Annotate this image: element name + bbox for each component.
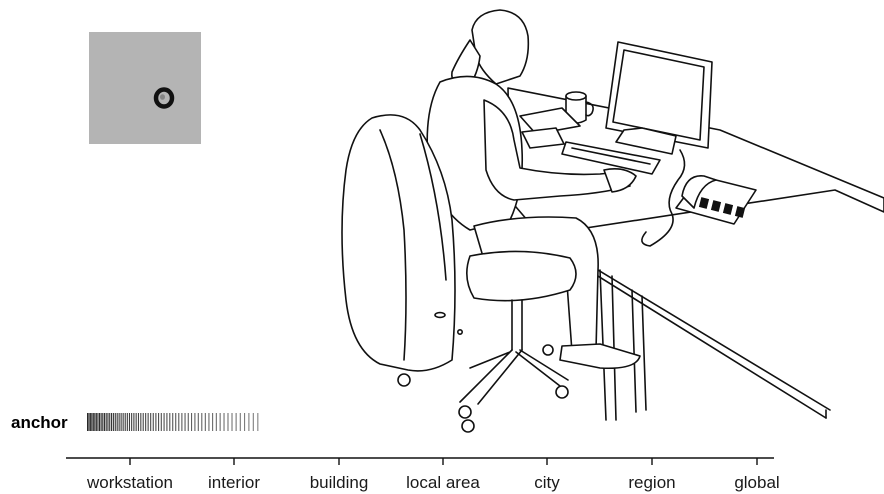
barcode-line <box>150 413 151 431</box>
barcode-line <box>185 413 186 431</box>
barcode-line <box>133 413 134 431</box>
barcode-line <box>212 413 213 431</box>
barcode-line <box>231 413 232 431</box>
chair-post <box>512 300 522 350</box>
scale-label-workstation: workstation <box>86 473 173 492</box>
caster <box>556 386 568 398</box>
barcode-line <box>106 413 107 431</box>
scale-label-global: global <box>734 473 779 492</box>
barcode-line <box>97 413 98 431</box>
barcode-line <box>113 413 114 431</box>
barcode-line <box>91 413 92 431</box>
barcode-line <box>127 413 128 431</box>
anchor-barcode <box>87 413 258 431</box>
barcode-line <box>104 413 105 431</box>
inset-background <box>89 32 201 144</box>
barcode-line <box>138 413 139 431</box>
barcode-line <box>188 413 189 431</box>
shoes <box>560 344 640 368</box>
barcode-line <box>121 413 122 431</box>
barcode-line <box>140 413 141 431</box>
scale-label-interior: interior <box>208 473 260 492</box>
barcode-line <box>166 413 167 431</box>
monitor <box>606 42 712 154</box>
barcode-line <box>125 413 126 431</box>
barcode-line <box>253 413 254 431</box>
scale-label-building: building <box>310 473 369 492</box>
barcode-line <box>169 413 170 431</box>
barcode-line <box>201 413 202 431</box>
barcode-line <box>240 413 241 431</box>
barcode-line <box>208 413 209 431</box>
scale-axis: workstation interior building local area cit… <box>66 458 780 492</box>
barcode-line <box>96 413 97 431</box>
barcode-line <box>136 413 137 431</box>
barcode-line <box>198 413 199 431</box>
barcode-line <box>129 413 130 431</box>
barcode-line <box>115 413 116 431</box>
barcode-line <box>94 413 95 431</box>
barcode-line <box>178 413 179 431</box>
barcode-line <box>227 413 228 431</box>
barcode-line <box>123 413 124 431</box>
barcode-line <box>99 413 100 431</box>
barcode-line <box>117 413 118 431</box>
barcode-line <box>111 413 112 431</box>
barcode-line <box>164 413 165 431</box>
barcode-line <box>90 413 91 431</box>
barcode-line <box>158 413 159 431</box>
barcode-line <box>145 413 146 431</box>
barcode-line <box>172 413 173 431</box>
barcode-line <box>87 413 88 431</box>
barcode-line <box>175 413 176 431</box>
barcode-line <box>194 413 195 431</box>
barcode-line <box>257 413 258 431</box>
scale-label-region: region <box>628 473 675 492</box>
barcode-line <box>244 413 245 431</box>
barcode-line <box>181 413 182 431</box>
barcode-line <box>220 413 221 431</box>
barcode-line <box>107 413 108 431</box>
scale-label-local-area: local area <box>406 473 480 492</box>
barcode-line <box>131 413 132 431</box>
barcode-line <box>248 413 249 431</box>
barcode-line <box>119 413 120 431</box>
inset-image <box>89 32 201 144</box>
chair-base <box>460 350 568 404</box>
head <box>472 10 528 84</box>
barcode-line <box>153 413 154 431</box>
caster <box>543 345 553 355</box>
barcode-line <box>101 413 102 431</box>
barcode-line <box>161 413 162 431</box>
barcode-line <box>102 413 103 431</box>
scale-label-city: city <box>534 473 560 492</box>
barcode-line <box>143 413 144 431</box>
caster <box>459 406 471 418</box>
barcode-line <box>236 413 237 431</box>
barcode-line <box>109 413 110 431</box>
barcode-line <box>93 413 94 431</box>
desk-leg-middle <box>632 290 646 412</box>
caster <box>462 420 474 432</box>
barcode-line <box>148 413 149 431</box>
person-at-desk-illustration <box>342 10 884 432</box>
barcode-line <box>155 413 156 431</box>
caster <box>398 374 410 386</box>
barcode-line <box>88 413 89 431</box>
barcode-line <box>216 413 217 431</box>
anchor-label: anchor <box>11 413 68 432</box>
chair-seat <box>467 251 576 300</box>
barcode-line <box>191 413 192 431</box>
barcode-line <box>205 413 206 431</box>
barcode-line <box>223 413 224 431</box>
